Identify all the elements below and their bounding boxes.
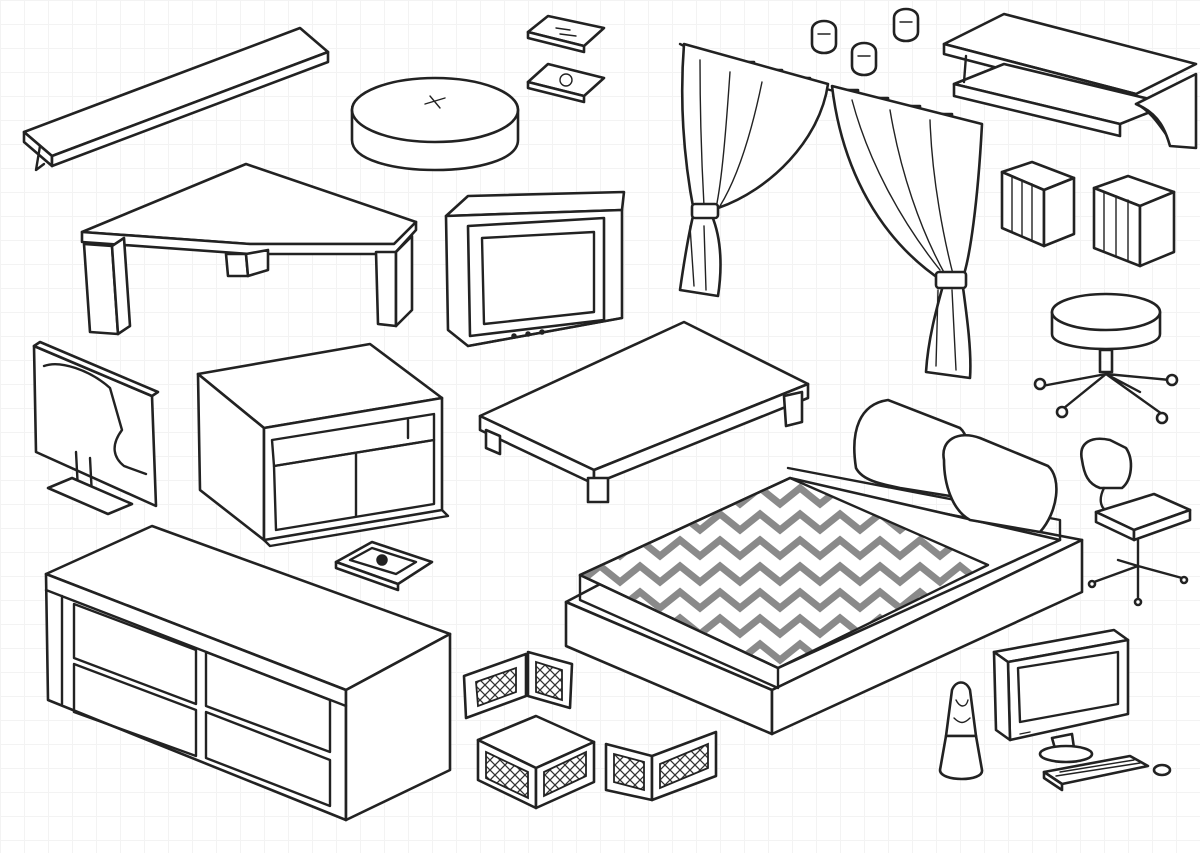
bed [564, 398, 1084, 736]
magazine [334, 540, 434, 592]
wall-shelf [22, 26, 330, 172]
curtains [678, 42, 984, 380]
desk-chair [1080, 437, 1192, 607]
coffee-table [478, 320, 810, 504]
tv-stand [196, 342, 450, 548]
dresser [44, 524, 452, 822]
round-stool [1033, 292, 1179, 425]
corner-desk [80, 162, 418, 336]
mesh-crates [462, 650, 718, 810]
small-books [526, 14, 606, 104]
computer [992, 628, 1172, 792]
book-rows [1000, 160, 1176, 268]
wall-shelf-double [942, 12, 1198, 150]
lava-lamp [938, 681, 984, 781]
flat-tv [32, 340, 160, 516]
ceiling-lights [810, 7, 920, 77]
floor-cushion [350, 76, 520, 172]
crt-tv [444, 190, 626, 348]
